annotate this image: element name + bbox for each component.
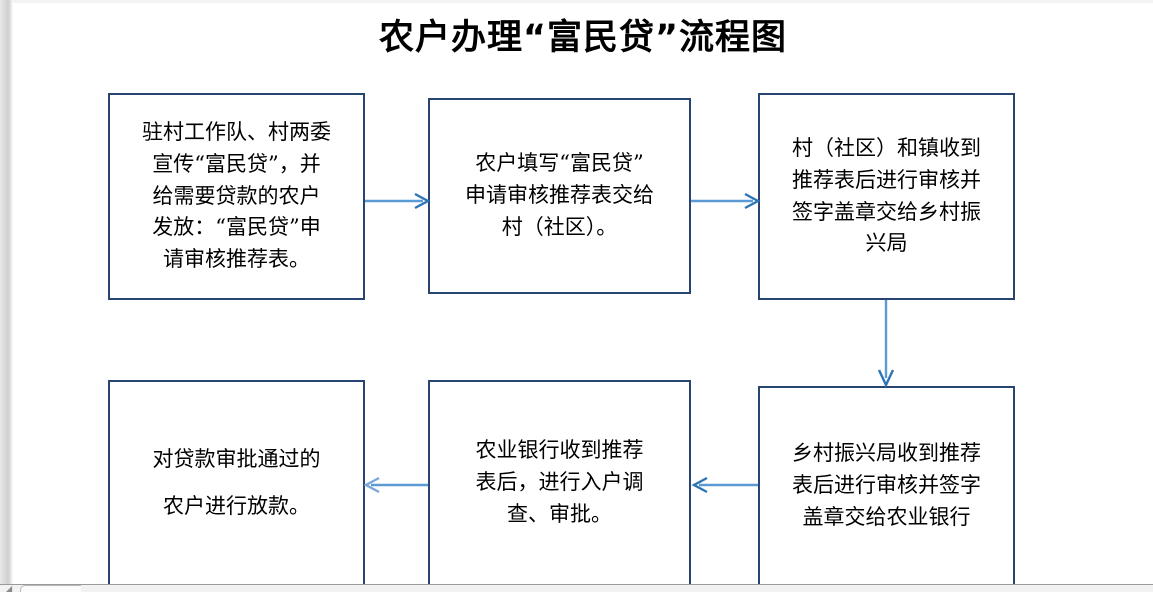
flow-node-4[interactable]: 乡村振兴局收到推荐 表后进行审核并签字 盖章交给农业银行: [758, 386, 1015, 586]
connector-node1-to-node2: [365, 191, 431, 211]
viewer-bottom-tab[interactable]: [20, 585, 81, 592]
flow-node-5[interactable]: 农业银行收到推荐 表后，进行入户调 查、审批。: [428, 380, 691, 586]
connector-node5-to-node6: [363, 475, 431, 495]
flow-node-2[interactable]: 农户填写“富民贷” 申请审核推荐表交给 村（社区）。: [428, 98, 691, 294]
viewer-bottom-bar: [0, 584, 1153, 592]
viewer-left-gutter: [0, 0, 13, 586]
viewer-top-edge: [0, 0, 1153, 3]
connector-node2-to-node3: [691, 191, 761, 211]
document-page: 农户办理“富民贷”流程图 驻村工作队、村两委 宣传“富民贷”，并 给需要贷款的农…: [13, 3, 1153, 586]
flow-node-6[interactable]: 对贷款审批通过的 农户进行放款。: [108, 380, 365, 586]
connector-node4-to-node5: [691, 475, 761, 495]
viewer-bottom-marker-icon: ◢: [6, 584, 13, 592]
flow-node-5-text: 农业银行收到推荐 表后，进行入户调 查、审批。: [475, 438, 644, 526]
flow-node-2-text: 农户填写“富民贷” 申请审核推荐表交给 村（社区）。: [465, 151, 654, 239]
flow-node-6-text: 对贷款审批通过的 农户进行放款。: [152, 446, 321, 518]
flow-node-3[interactable]: 村（社区）和镇收到 推荐表后进行审核并 签字盖章交给乡村振 兴局: [758, 93, 1015, 300]
page-title: 农户办理“富民贷”流程图: [378, 18, 787, 58]
flow-node-3-text: 村（社区）和镇收到 推荐表后进行审核并 签字盖章交给乡村振 兴局: [792, 135, 981, 256]
flow-node-1-text: 驻村工作队、村两委 宣传“富民贷”，并 给需要贷款的农户 发放：“富民贷”申 请…: [142, 119, 331, 272]
connector-node3-to-node4: [876, 300, 896, 388]
flow-node-1[interactable]: 驻村工作队、村两委 宣传“富民贷”，并 给需要贷款的农户 发放：“富民贷”申 请…: [108, 93, 365, 300]
flow-node-4-text: 乡村振兴局收到推荐 表后进行审核并签字 盖章交给农业银行: [792, 441, 981, 529]
